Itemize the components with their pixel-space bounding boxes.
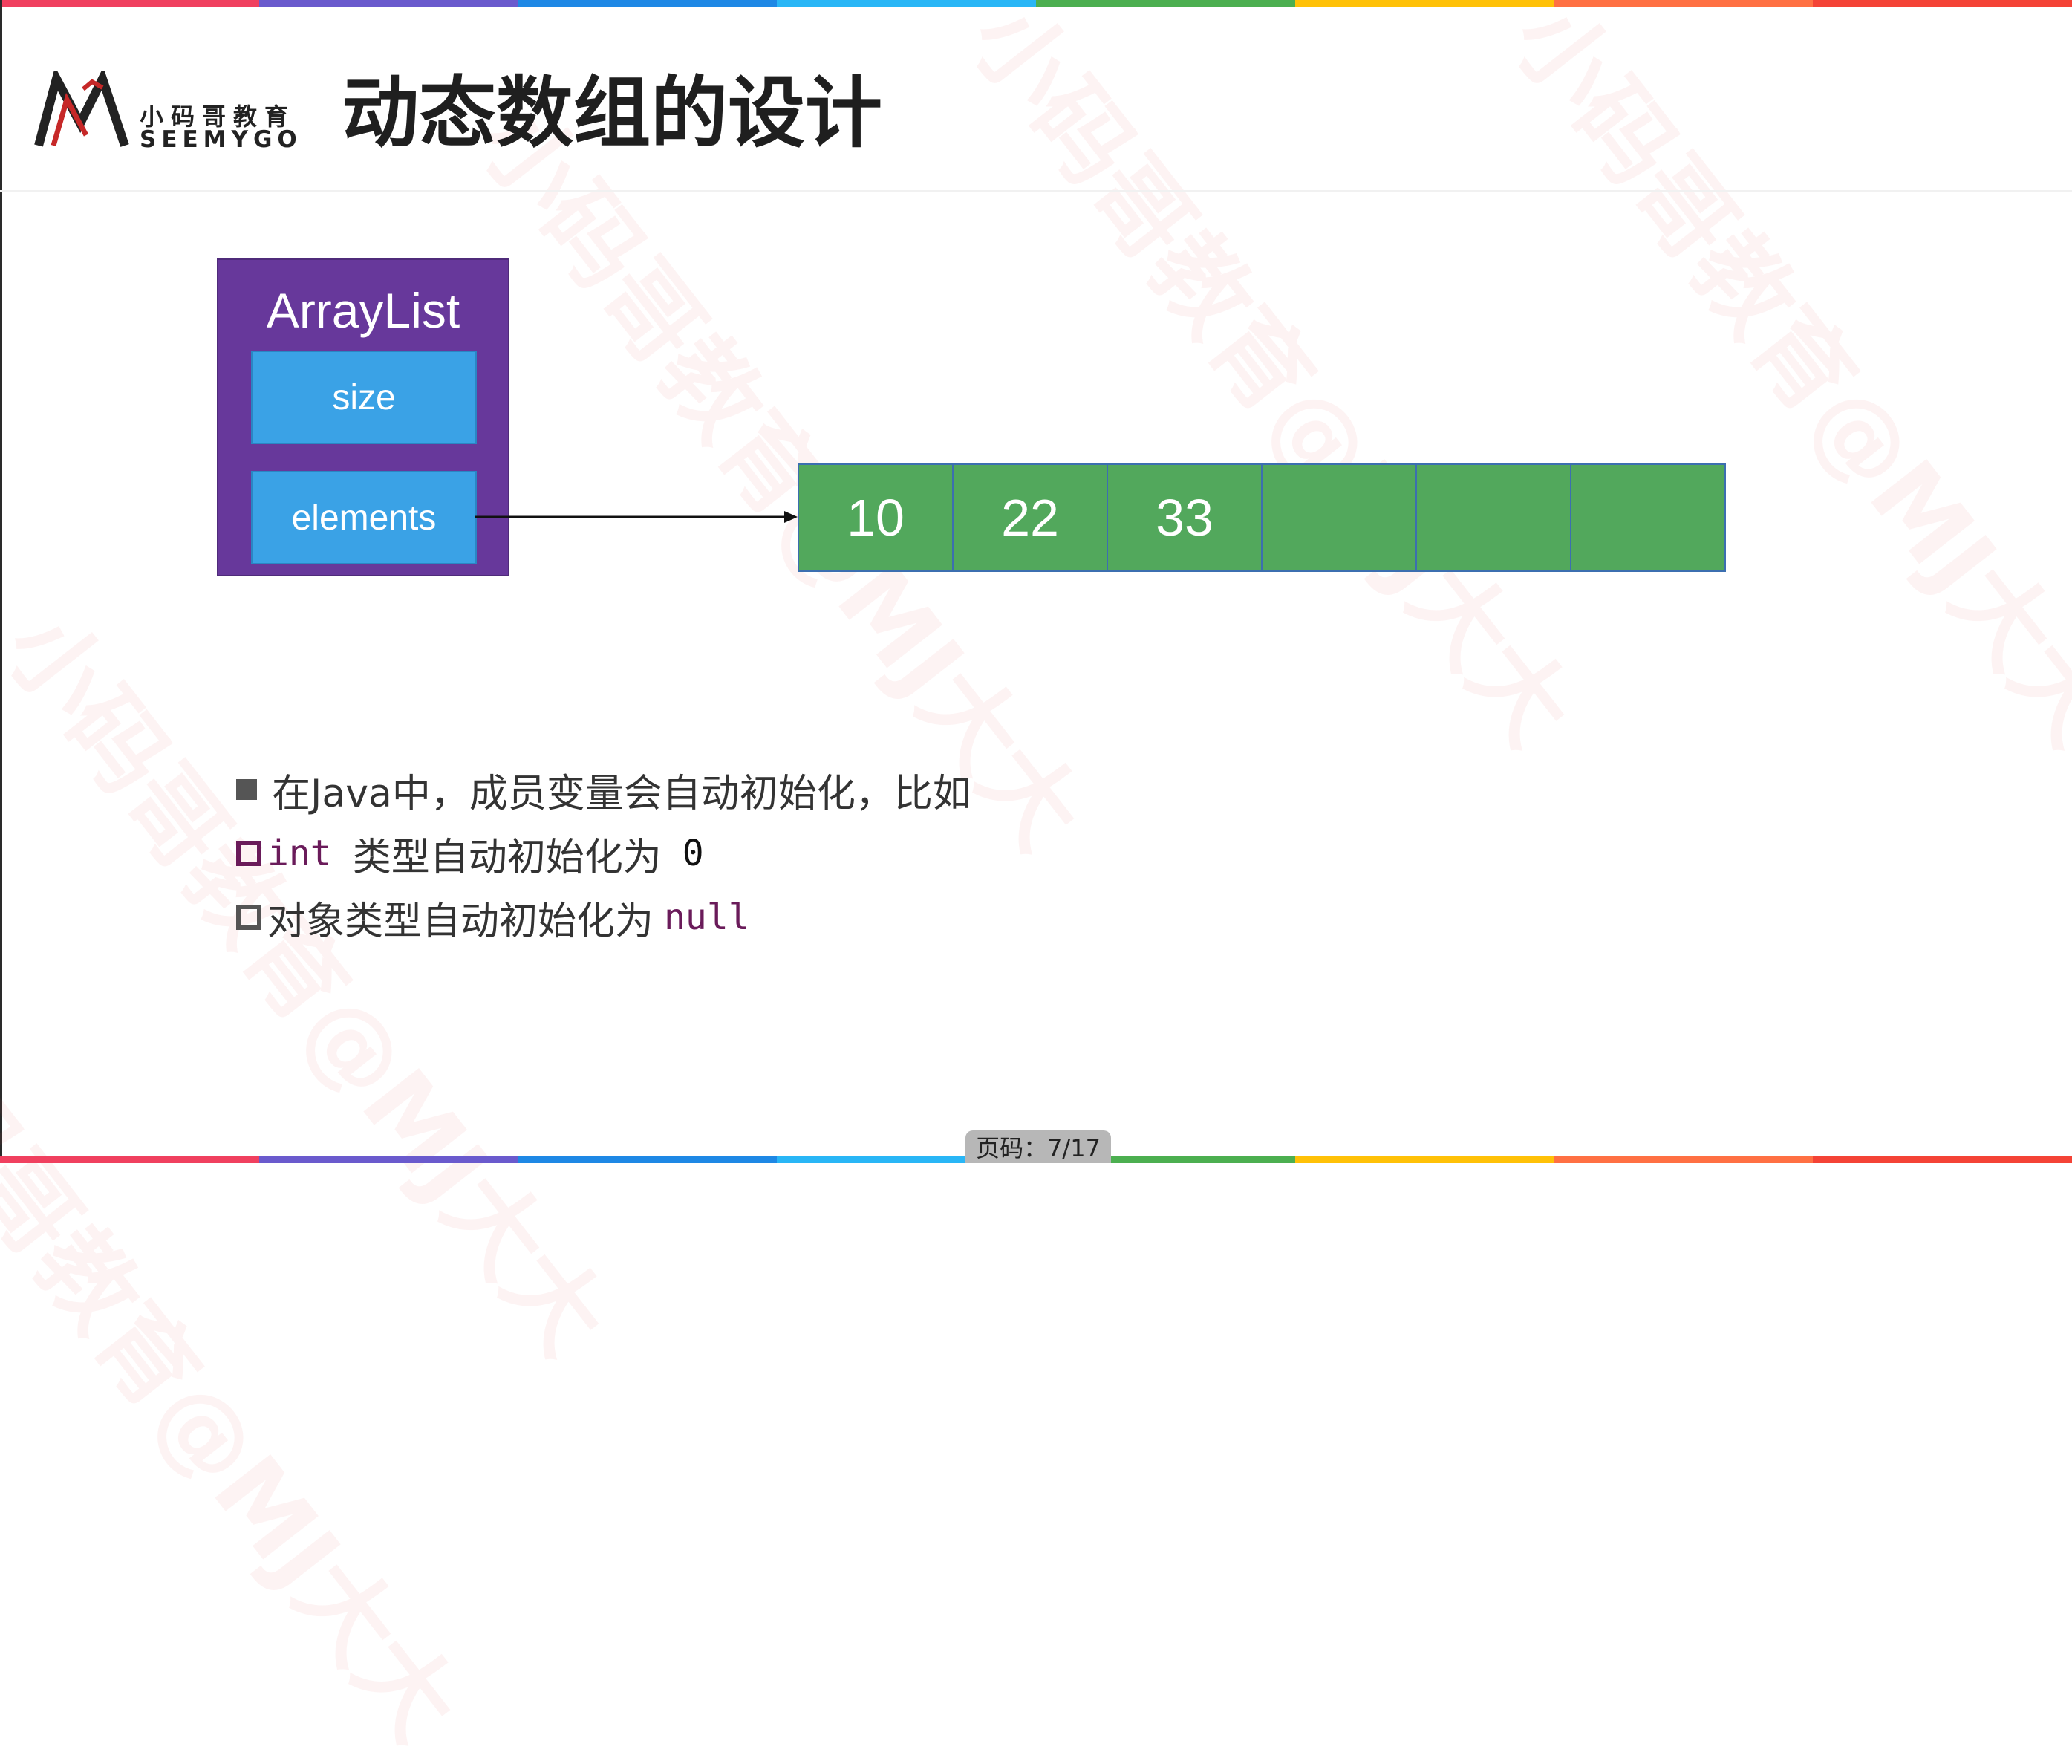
class-name-label: ArrayList [266, 283, 460, 338]
slide-title: 动态数组的设计 [342, 68, 883, 158]
elements-array: 10 22 33 [798, 463, 1726, 572]
brand-logo: 小码哥教育 SEEMYGO [34, 71, 302, 154]
watermark: 小码哥教育@MJ大大 [0, 978, 480, 1762]
elements-pointer-arrow [475, 511, 798, 523]
bullet-text: 在Java中，成员变量会自动初始化，比如 [272, 771, 971, 816]
stripe-segment [1813, 1156, 2072, 1163]
stripe-segment [518, 1156, 778, 1163]
array-cell: 10 [798, 463, 954, 572]
code-keyword: int [267, 833, 332, 874]
bullet-item: 对象类型自动初始化为 null [236, 885, 971, 949]
array-cell [1415, 463, 1571, 572]
stripe-segment [0, 1156, 259, 1163]
stripe-segment [258, 1156, 518, 1163]
array-cell: 22 [952, 463, 1108, 572]
hollow-square-bullet-icon [236, 905, 261, 930]
array-cell [1570, 463, 1726, 572]
stripe-segment [1554, 1156, 1814, 1163]
array-cell: 33 [1107, 463, 1263, 572]
stripe-segment [258, 0, 518, 7]
stripe-segment [1294, 1156, 1554, 1163]
code-value: 0 [682, 833, 704, 874]
stripe-segment [1294, 0, 1554, 7]
logo-english-text: SEEMYGO [140, 126, 302, 153]
title-divider [0, 190, 2072, 192]
hollow-square-bullet-icon [236, 841, 261, 866]
watermark: 小码哥教育@MJ大大 [948, 0, 1594, 767]
stripe-segment [518, 0, 778, 7]
stripe-segment [0, 0, 259, 7]
watermark: 小码哥教育@MJ大大 [0, 592, 629, 1376]
logo-mark-icon [34, 71, 129, 147]
logo-chinese-text: 小码哥教育 [140, 102, 296, 131]
stripe-segment [1036, 0, 1295, 7]
top-color-stripe [0, 0, 2072, 7]
stripe-segment [777, 0, 1036, 7]
stripe-segment [777, 1156, 1036, 1163]
filled-square-bullet-icon [236, 779, 257, 800]
bullet-text: 类型自动初始化为 [352, 835, 662, 880]
bullet-list: 在Java中，成员变量会自动初始化，比如 int 类型自动初始化为 0 对象类型… [236, 758, 971, 949]
stripe-segment [1036, 1156, 1295, 1163]
bullet-item: 在Java中，成员变量会自动初始化，比如 [236, 758, 971, 821]
stripe-segment [1813, 0, 2072, 7]
arraylist-object: ArrayList size elements [217, 258, 509, 576]
watermark: 小码哥教育@MJ大大 [1491, 0, 2072, 767]
page-indicator[interactable]: 页码：7/17 [965, 1130, 1111, 1163]
code-value: null [664, 896, 750, 938]
bottom-color-stripe [0, 1156, 2072, 1163]
window-left-edge [0, 0, 2, 1163]
bullet-text: 对象类型自动初始化为 [267, 899, 654, 944]
bullet-item: int 类型自动初始化为 0 [236, 821, 971, 885]
field-elements: elements [251, 471, 477, 564]
stripe-segment [1554, 0, 1814, 7]
array-cell [1261, 463, 1417, 572]
field-size: size [251, 351, 477, 444]
